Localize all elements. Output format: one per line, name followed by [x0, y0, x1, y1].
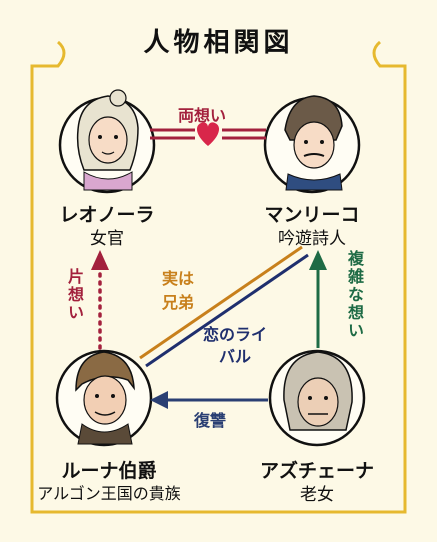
azucena-role: 老女	[300, 485, 334, 505]
frame	[30, 40, 407, 514]
label-one-sided-love: 片想い	[65, 268, 84, 322]
page-title: 人物相関図	[143, 28, 294, 58]
luna-role: アルゴン王国の貴族	[37, 484, 181, 503]
label-rivals: 恋のライバル	[202, 325, 267, 366]
label-revenge: 復讐	[194, 411, 227, 430]
portrait-luna	[55, 349, 153, 447]
complex-feelings-arrow	[309, 250, 327, 348]
manrico-role: 吟遊詩人	[278, 229, 346, 249]
portrait-manrico	[263, 95, 361, 194]
revenge-arrow	[150, 391, 268, 409]
label-complex-feelings: 複雑な想い	[345, 250, 364, 340]
mutual-love-connector	[150, 122, 266, 146]
label-mutual-love: 両想い	[178, 106, 227, 125]
luna-name: ルーナ伯爵	[61, 460, 157, 482]
label-brothers: 実は兄弟	[162, 269, 195, 312]
manrico-name: マンリーコ	[264, 204, 360, 226]
portrait-leonora	[58, 89, 156, 194]
rivals-line	[145, 253, 309, 368]
azucena-name: アズチェーナ	[259, 460, 374, 482]
heart-icon	[196, 122, 220, 146]
leonora-name: レオノーラ	[59, 204, 155, 226]
brothers-line	[139, 245, 303, 360]
one-sided-love-arrow	[91, 250, 109, 350]
leonora-role: 女官	[90, 229, 124, 249]
portrait-azucena	[268, 349, 366, 447]
